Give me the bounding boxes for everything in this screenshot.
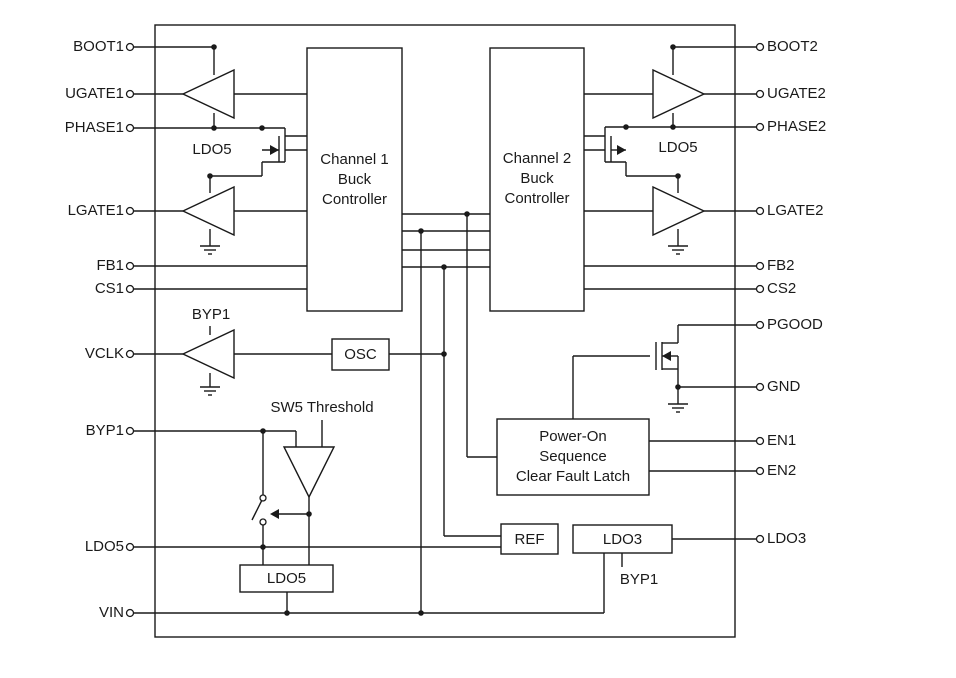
ref-label: REF bbox=[515, 531, 545, 548]
ldo3-block: LDO3 bbox=[572, 524, 673, 554]
pin-en2 bbox=[755, 466, 765, 476]
pin-label-pgood: PGOOD bbox=[767, 316, 823, 333]
ldo5-block-label: LDO5 bbox=[267, 570, 306, 587]
pin-label-phase2: PHASE2 bbox=[767, 118, 826, 135]
pgood-fet-arrow bbox=[662, 351, 671, 361]
byp1-label-vclk: BYP1 bbox=[192, 306, 230, 323]
osc-block: OSC bbox=[331, 338, 390, 371]
internal-wiring bbox=[155, 46, 735, 614]
sw5-comparator bbox=[282, 446, 336, 499]
ground-symbol-gnd bbox=[668, 403, 688, 413]
left-pins: BOOT1 UGATE1 PHASE1 LGATE1 FB1 CS1 VCLK … bbox=[65, 38, 135, 621]
pin-label-fb2: FB2 bbox=[767, 257, 795, 274]
pin-label-boot2: BOOT2 bbox=[767, 38, 818, 55]
ldo5-block: LDO5 bbox=[239, 564, 334, 593]
sw5-threshold-label: SW5 Threshold bbox=[270, 399, 373, 416]
pin-fb2 bbox=[755, 261, 765, 271]
pin-vclk bbox=[125, 349, 135, 359]
lgate1-driver bbox=[181, 185, 235, 237]
pin-en1 bbox=[755, 436, 765, 446]
ground-symbol-vclk bbox=[200, 386, 220, 396]
sw5-switch-arrow bbox=[270, 509, 279, 519]
pin-cs1 bbox=[125, 284, 135, 294]
junction-dots bbox=[207, 44, 681, 616]
pin-boot1 bbox=[125, 42, 135, 52]
pin-label-cs2: CS2 bbox=[767, 280, 796, 297]
channel1-subtitle: Buck bbox=[338, 171, 372, 188]
pin-ugate2 bbox=[755, 89, 765, 99]
pin-ldo5 bbox=[125, 542, 135, 552]
pin-pgood bbox=[755, 320, 765, 330]
pin-fb1 bbox=[125, 261, 135, 271]
pin-label-boot1: BOOT1 bbox=[73, 38, 124, 55]
channel1-role: Controller bbox=[322, 191, 387, 208]
ldo5-label-right: LDO5 bbox=[658, 139, 697, 156]
power-on-line2: Sequence bbox=[539, 448, 607, 465]
pin-label-ugate1: UGATE1 bbox=[65, 85, 124, 102]
pin-label-fb1: FB1 bbox=[96, 257, 124, 274]
pin-label-cs1: CS1 bbox=[95, 280, 124, 297]
pin-ugate1 bbox=[125, 89, 135, 99]
ref-block: REF bbox=[500, 523, 559, 555]
ground-symbols bbox=[200, 245, 688, 413]
channel2-role: Controller bbox=[504, 190, 569, 207]
left-pin-stubs bbox=[134, 46, 155, 614]
power-on-sequence-block: Power-On Sequence Clear Fault Latch bbox=[496, 418, 650, 496]
ldo5-label-left: LDO5 bbox=[192, 141, 231, 158]
ground-symbol-lgate1 bbox=[200, 245, 220, 255]
pin-label-ldo5: LDO5 bbox=[85, 538, 124, 555]
power-on-line1: Power-On bbox=[539, 428, 607, 445]
pin-ldo3 bbox=[755, 534, 765, 544]
pin-label-ugate2: UGATE2 bbox=[767, 85, 826, 102]
power-on-line3: Clear Fault Latch bbox=[516, 468, 630, 485]
channel1-title: Channel 1 bbox=[320, 151, 388, 168]
channel2-subtitle: Buck bbox=[520, 170, 554, 187]
pin-label-phase1: PHASE1 bbox=[65, 119, 124, 136]
pin-boot2 bbox=[755, 42, 765, 52]
pin-label-vclk: VCLK bbox=[85, 345, 124, 362]
ugate1-driver bbox=[181, 68, 235, 120]
ch2-fet-arrow bbox=[617, 145, 626, 155]
pin-lgate2 bbox=[755, 206, 765, 216]
vclk-buffer bbox=[181, 328, 235, 380]
pin-label-ldo3: LDO3 bbox=[767, 530, 806, 547]
pin-label-byp1: BYP1 bbox=[86, 422, 124, 439]
pin-cs2 bbox=[755, 284, 765, 294]
pin-label-gnd: GND bbox=[767, 378, 801, 395]
byp1-label-ldo3: BYP1 bbox=[620, 571, 658, 588]
pin-phase1 bbox=[125, 123, 135, 133]
pin-vin bbox=[125, 608, 135, 618]
pin-label-lgate2: LGATE2 bbox=[767, 202, 823, 219]
sw5-switch-contact-top bbox=[259, 494, 267, 502]
sw5-switch-contact-bottom bbox=[259, 518, 267, 526]
right-pins: BOOT2 UGATE2 PHASE2 LGATE2 FB2 CS2 PGOOD… bbox=[755, 38, 826, 547]
pin-phase2 bbox=[755, 122, 765, 132]
right-pin-stubs bbox=[735, 46, 756, 540]
ground-symbol-lgate2 bbox=[668, 245, 688, 255]
ic-outline bbox=[154, 24, 736, 638]
pin-byp1 bbox=[125, 426, 135, 436]
pin-label-en1: EN1 bbox=[767, 432, 796, 449]
channel1-controller: Channel 1 Buck Controller bbox=[306, 47, 403, 312]
ch1-fet-arrow bbox=[270, 145, 279, 155]
pin-label-vin: VIN bbox=[99, 604, 124, 621]
osc-label: OSC bbox=[344, 346, 377, 363]
pin-label-en2: EN2 bbox=[767, 462, 796, 479]
ugate2-driver bbox=[652, 68, 706, 120]
pin-gnd bbox=[755, 382, 765, 392]
channel2-title: Channel 2 bbox=[503, 150, 571, 167]
lgate2-driver bbox=[652, 185, 706, 237]
pin-lgate1 bbox=[125, 206, 135, 216]
pin-label-lgate1: LGATE1 bbox=[68, 202, 124, 219]
channel2-controller: Channel 2 Buck Controller bbox=[489, 47, 585, 312]
ldo3-block-label: LDO3 bbox=[603, 531, 642, 548]
